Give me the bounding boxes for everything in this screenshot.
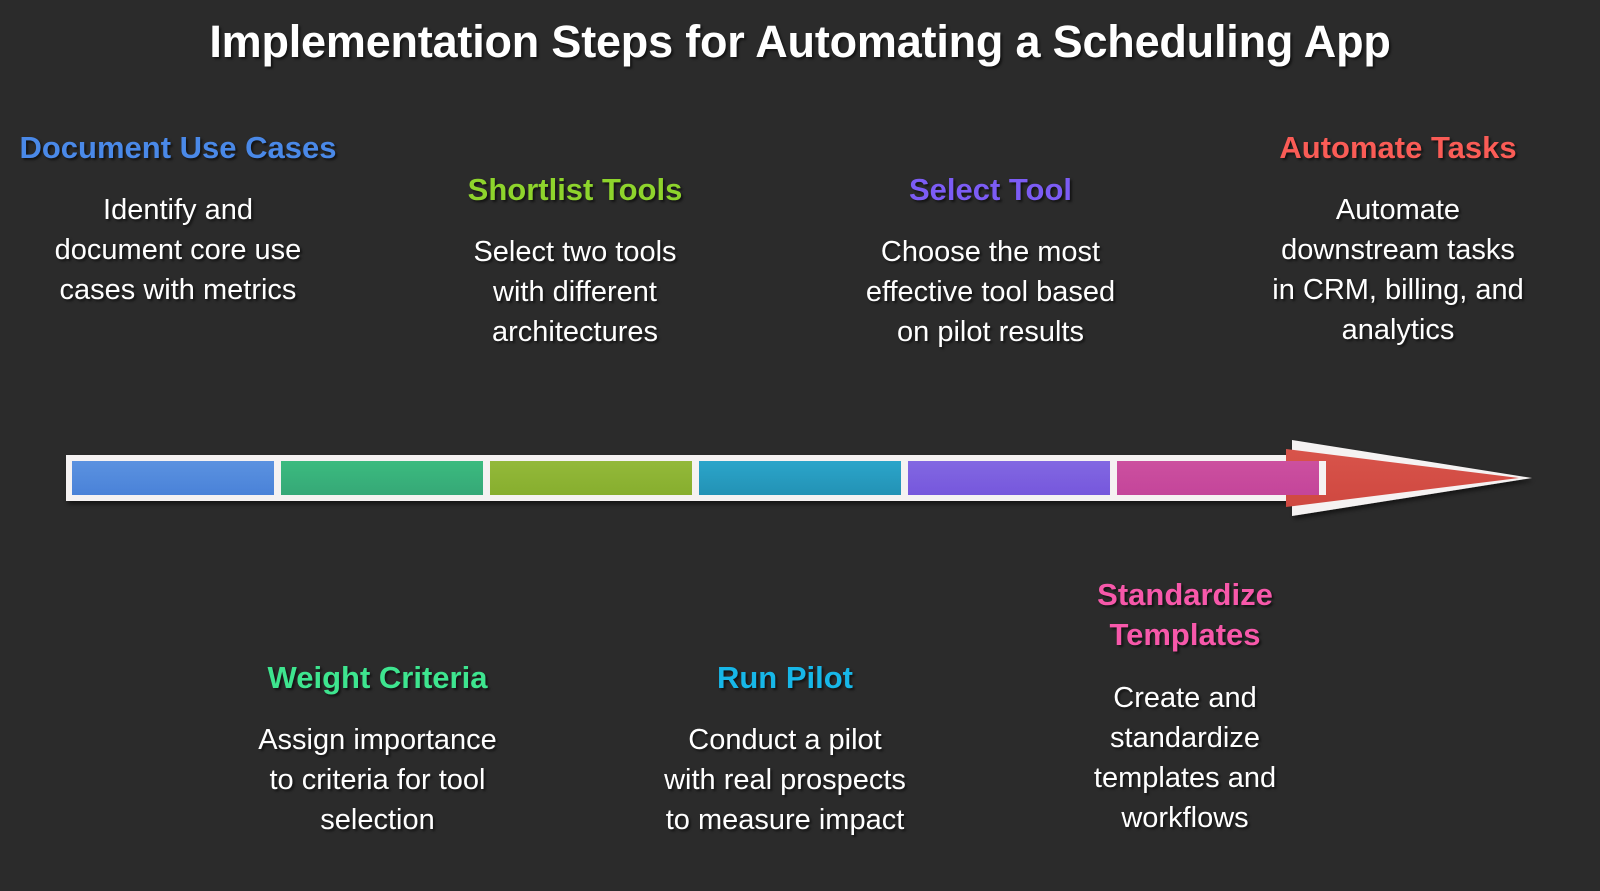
step-description: Conduct a pilot with real prospects to m… [664,724,906,837]
step-title: Run Pilot [716,660,854,695]
step-label-select-tool: Select Tool Choose the most effective to… [828,170,1153,352]
step-label-shortlist-tools: Shortlist Tools Select two tools with di… [420,170,730,352]
step-label-document-use-cases: Document Use Cases Identify and document… [8,128,348,310]
step-label-standardize-templates: Standardize Templates Create and standar… [1040,575,1330,838]
step-description: Create and standardize templates and wor… [1093,681,1277,834]
page-title: Implementation Steps for Automating a Sc… [209,16,1391,67]
step-description: Choose the most effective tool based on … [865,236,1116,349]
step-title: Standardize Templates [1097,577,1273,653]
arrow-segment-6 [1117,461,1319,495]
arrow-segment-3 [490,461,692,495]
step-label-automate-tasks: Automate Tasks Automate downstream tasks… [1232,128,1564,350]
step-title: Select Tool [908,172,1073,207]
arrow-segment-7-head [1286,449,1519,507]
arrow-segment-2 [281,461,483,495]
arrow-segment-4 [699,461,901,495]
arrow-svg [66,440,1532,516]
arrow-segment-5 [908,461,1110,495]
step-description: Automate downstream tasks in CRM, billin… [1272,194,1524,347]
step-title: Document Use Cases [19,130,337,165]
step-title: Weight Criteria [267,660,488,695]
step-label-run-pilot: Run Pilot Conduct a pilot with real pros… [625,658,945,840]
step-title: Automate Tasks [1279,130,1517,165]
process-arrow [60,425,1550,535]
step-description: Select two tools with different architec… [473,236,677,349]
step-description: Assign importance to criteria for tool s… [258,724,497,837]
arrow-segments [72,449,1519,507]
step-label-weight-criteria: Weight Criteria Assign importance to cri… [215,658,540,840]
arrow-segment-1 [72,461,274,495]
step-title: Shortlist Tools [467,172,683,207]
step-description: Identify and document core use cases wit… [54,194,302,307]
